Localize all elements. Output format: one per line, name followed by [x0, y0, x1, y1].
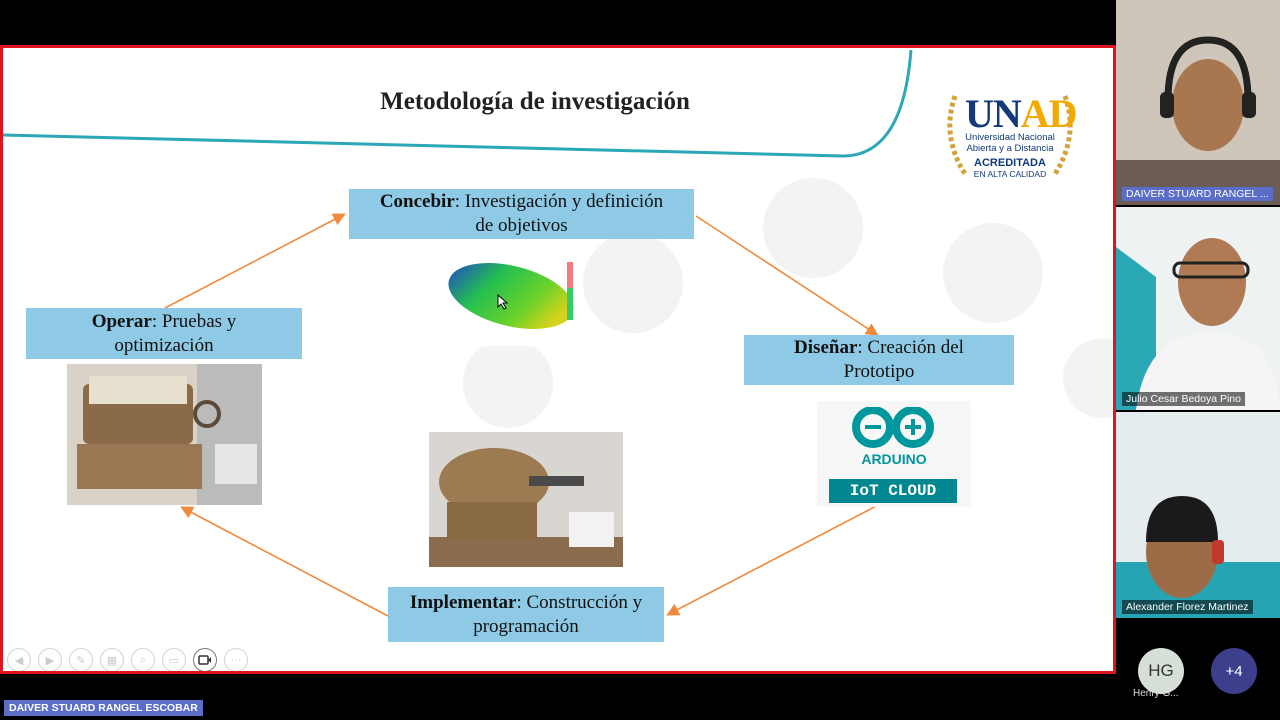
arrow-concebir-disenar: [696, 216, 876, 334]
active-speaker-label: DAIVER STUARD RANGEL ESCOBAR: [4, 700, 203, 716]
participant-avatar-name: Henry G...: [1133, 688, 1179, 699]
arduino-brand: ARDUINO: [817, 451, 971, 467]
arduino-iot-logo: ARDUINO IoT CLOUD: [817, 401, 971, 507]
arduino-icon: [851, 407, 937, 449]
participant-tile-2[interactable]: Julio Cesar Bedoya Pino: [1116, 207, 1280, 410]
mouse-cursor-icon: [497, 294, 509, 310]
logo-accredited-sub: EN ALTA CALIDAD: [941, 169, 1079, 179]
participant-video: [1116, 0, 1280, 205]
arrow-implementar-operar: [183, 508, 388, 616]
simulation-image: [441, 248, 583, 346]
participant-tile-3[interactable]: Alexander Florez Martinez: [1116, 412, 1280, 618]
participant-video: [1116, 412, 1280, 618]
logo-line2: Abierta y a Distancia: [941, 143, 1079, 154]
logo-line1: Universidad Nacional: [941, 132, 1079, 143]
shared-slide: Metodología de investigación UNAD Univer…: [0, 45, 1116, 674]
unad-logo: UNAD Universidad Nacional Abierta y a Di…: [941, 80, 1079, 180]
zoom-icon[interactable]: ⌕: [131, 648, 155, 672]
machine-photo-implementar: [429, 432, 623, 567]
camera-icon[interactable]: [193, 648, 217, 672]
box-operar: Operar: Pruebas y optimización: [26, 308, 302, 359]
participant-video: [1116, 207, 1280, 410]
participant-tile-1[interactable]: DAIVER STUARD RANGEL ...: [1116, 0, 1280, 205]
next-icon[interactable]: ▶: [38, 648, 62, 672]
participant-name: Alexander Florez Martinez: [1122, 600, 1253, 614]
subtitles-icon[interactable]: ▭: [162, 648, 186, 672]
arrow-disenar-implementar: [669, 501, 886, 614]
pen-icon[interactable]: ✎: [69, 648, 93, 672]
logo-word: UNAD: [965, 90, 1077, 137]
participant-name: Julio Cesar Bedoya Pino: [1122, 392, 1245, 406]
slide-title: Metodología de investigación: [3, 88, 1067, 116]
box-disenar: Diseñar: Creación del Prototipo: [744, 335, 1014, 385]
more-participants-button[interactable]: +4: [1211, 648, 1257, 694]
box-concebir: Concebir: Investigación y definición de …: [349, 189, 694, 239]
logo-accredited: ACREDITADA: [941, 157, 1079, 169]
more-icon[interactable]: ···: [224, 648, 248, 672]
machine-photo-operar: [67, 364, 262, 505]
pages-icon[interactable]: ▦: [100, 648, 124, 672]
box-implementar: Implementar: Construcción y programación: [388, 587, 664, 642]
prev-icon[interactable]: ◀: [7, 648, 31, 672]
participant-name: DAIVER STUARD RANGEL ...: [1122, 187, 1273, 201]
iot-cloud-badge: IoT CLOUD: [829, 479, 957, 503]
slide-toolbar: ◀ ▶ ✎ ▦ ⌕ ▭ ···: [7, 648, 248, 672]
arrow-operar-concebir: [165, 215, 343, 308]
